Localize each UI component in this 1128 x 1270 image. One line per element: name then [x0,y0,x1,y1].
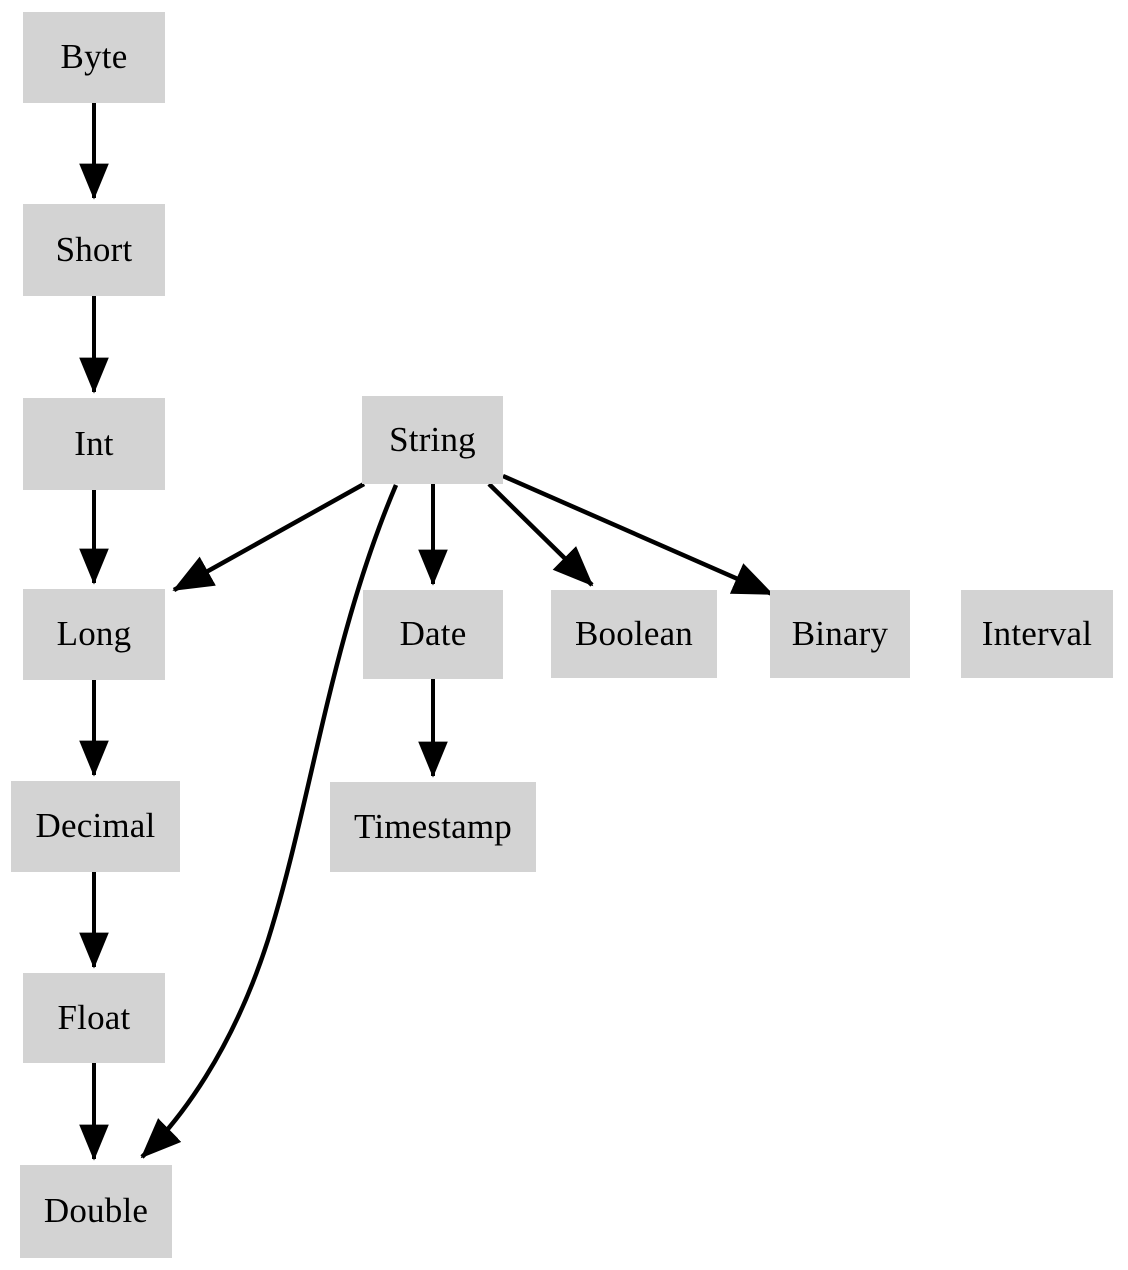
node-decimal[interactable]: Decimal [11,781,180,872]
node-interval-label: Interval [981,613,1093,653]
node-float-label: Float [57,997,131,1037]
node-decimal-label: Decimal [35,806,156,845]
node-double-label: Double [43,1191,149,1230]
node-int-label: Int [74,423,114,463]
node-float[interactable]: Float [23,973,165,1063]
node-double[interactable]: Double [20,1165,172,1258]
node-short-label: Short [55,229,133,269]
edge-string-long [172,482,366,592]
node-date[interactable]: Date [363,590,503,679]
node-date-label: Date [399,614,467,653]
node-binary-label: Binary [791,613,889,653]
node-interval[interactable]: Interval [961,590,1113,678]
node-byte-label: Byte [60,37,128,76]
node-long[interactable]: Long [23,589,165,680]
edge-string-boolean [487,482,594,587]
node-string[interactable]: String [362,396,503,484]
node-binary[interactable]: Binary [770,590,910,678]
node-short[interactable]: Short [23,204,165,296]
edge-string-binary [502,473,774,597]
node-boolean[interactable]: Boolean [551,590,717,678]
node-timestamp-label: Timestamp [353,806,513,846]
node-int[interactable]: Int [23,398,165,490]
node-long-label: Long [56,614,132,653]
node-timestamp[interactable]: Timestamp [330,782,536,872]
node-boolean-label: Boolean [574,613,694,653]
node-string-label: String [389,419,476,459]
node-byte[interactable]: Byte [23,12,165,103]
